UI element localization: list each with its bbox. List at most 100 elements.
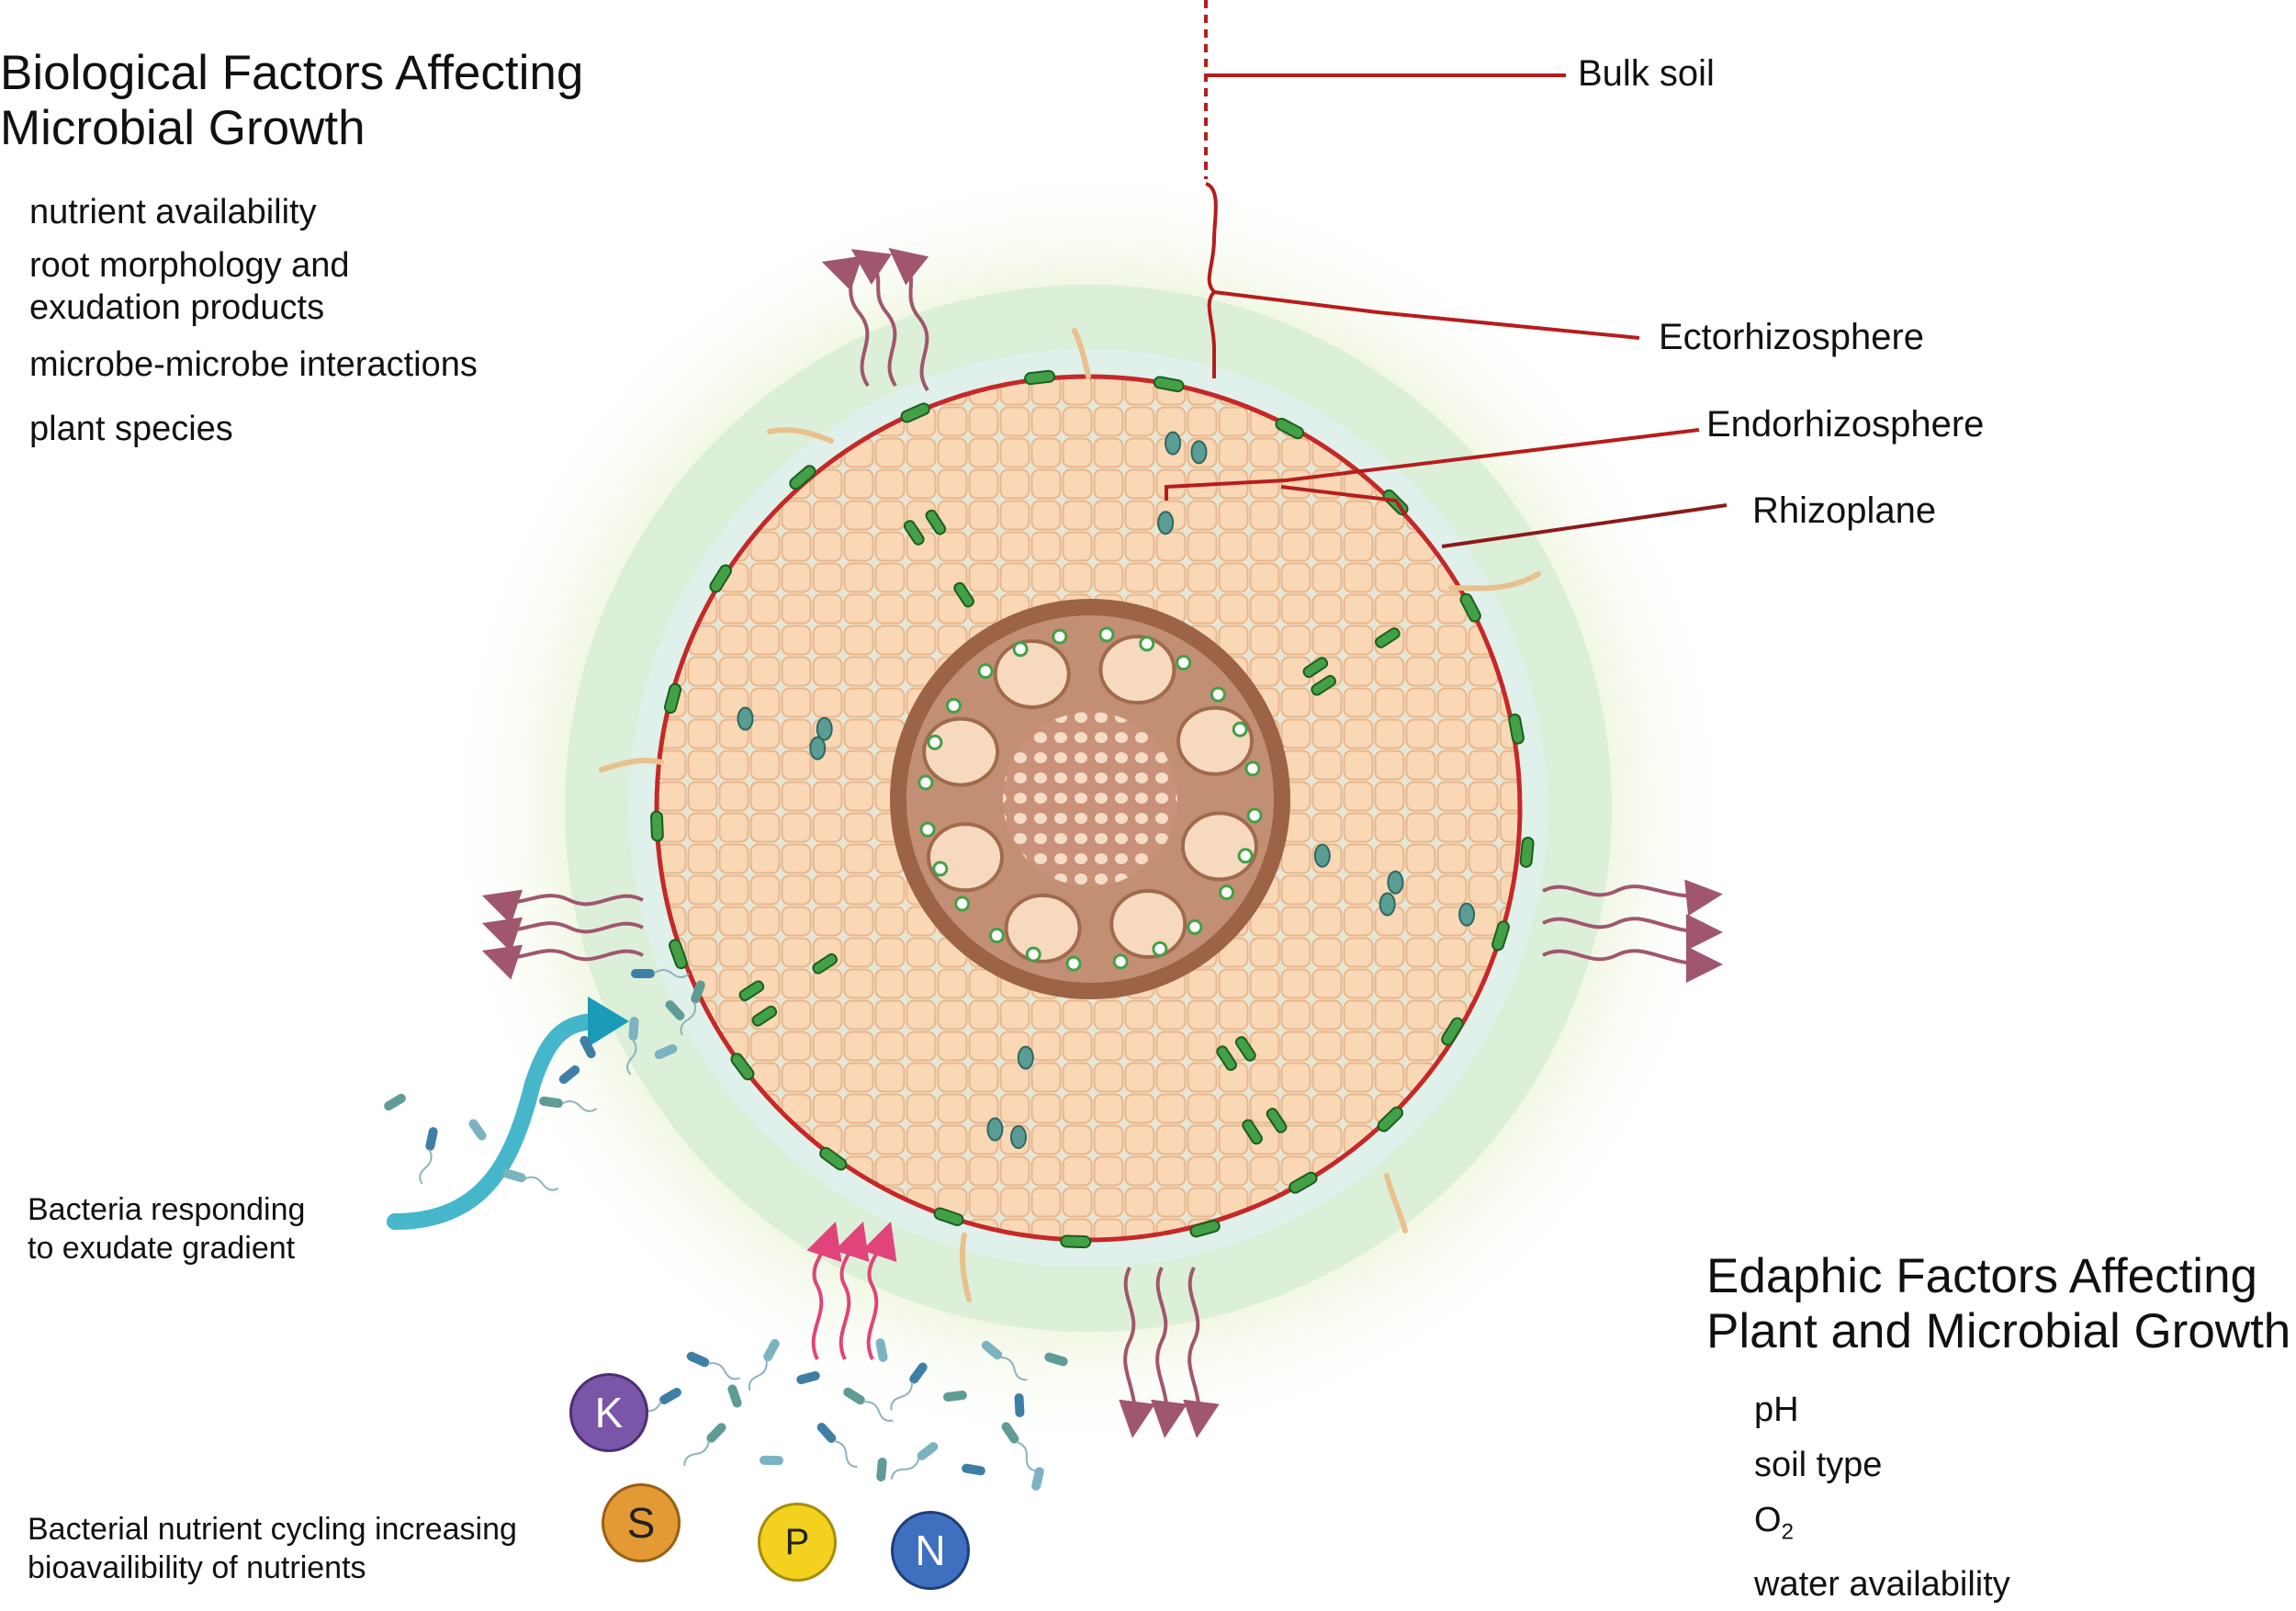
phloem-cell — [1237, 848, 1254, 864]
teal-bacterium — [1379, 892, 1396, 917]
green-bacterium — [1508, 713, 1525, 745]
green-bacterium — [1377, 1106, 1404, 1132]
phloem-cell — [1112, 953, 1129, 970]
green-bacterium — [789, 465, 816, 490]
flagellum — [680, 1001, 697, 1036]
soil-bacterium — [706, 1423, 726, 1443]
soil-bacterium — [943, 1391, 967, 1402]
green-bacterium — [819, 1146, 848, 1171]
soil-bacterium — [580, 1035, 596, 1059]
soil-bacterium — [558, 1065, 580, 1085]
flagellum — [1016, 1440, 1037, 1472]
teal-bacterium — [737, 706, 754, 731]
chemotaxis-arrowhead — [588, 997, 629, 1047]
green-bacterium — [900, 402, 930, 423]
teal-bacterium — [1190, 440, 1208, 465]
soil-bacterium — [502, 1168, 526, 1183]
edaphic-item-water: water availability — [1754, 1564, 2010, 1604]
green-bacterium — [1266, 1108, 1288, 1133]
xylem-vessel — [922, 716, 1000, 787]
soil-bacterium — [628, 1017, 639, 1041]
teal-bacterium — [1157, 511, 1175, 535]
soil-bacterium — [384, 1093, 406, 1111]
green-bacterium — [709, 564, 732, 593]
nutrient-n: N — [891, 1511, 970, 1590]
xylem-vessel — [1176, 705, 1255, 776]
phloem-cell — [1246, 807, 1263, 824]
green-bacterium — [1242, 1119, 1263, 1145]
edaphic-title-line1: Edaphic Factors Affecting — [1706, 1249, 2258, 1303]
biological-list: nutrient availability root morphology an… — [29, 191, 478, 450]
biological-item: exudation products — [29, 288, 325, 327]
flagellum — [863, 1401, 894, 1422]
xylem-vessel — [1109, 889, 1187, 960]
biological-title: Biological Factors Affecting Microbial G… — [0, 46, 583, 156]
green-bacterium — [1289, 1171, 1318, 1194]
soil-bacterium — [1001, 1422, 1019, 1444]
nutrient-note-line2: bioavailibility of nutrients — [28, 1550, 366, 1585]
flagellum — [683, 1440, 710, 1467]
green-bacterium — [1491, 920, 1510, 952]
flagellum — [653, 969, 690, 978]
edaphic-list: pH soil type O2 water availability — [1754, 1389, 2010, 1605]
xylem-vessel — [1098, 635, 1176, 705]
chemotaxis-arrow — [387, 1012, 619, 1230]
green-bacterium — [730, 1053, 755, 1081]
green-bacterium — [1375, 627, 1401, 648]
phloem-cell — [945, 697, 962, 714]
green-bacterium — [953, 581, 974, 608]
soil-bacterium — [1014, 1393, 1025, 1417]
green-bacterium — [1311, 674, 1336, 696]
green-bacterium — [1024, 369, 1056, 386]
phloem-cell — [1176, 654, 1192, 670]
green-bacterium — [751, 1005, 778, 1027]
xylem-vessel — [926, 822, 1004, 893]
edaphic-title: Edaphic Factors Affecting Plant and Micr… — [1706, 1249, 2290, 1359]
soil-bacteria — [384, 969, 1068, 1491]
nutrient-k: K — [569, 1373, 648, 1452]
biological-item: microbe-microbe interactions — [29, 345, 478, 384]
nutrient-s: S — [602, 1483, 681, 1562]
phloem-cell — [1065, 955, 1082, 972]
flagellum — [890, 1458, 920, 1480]
teal-bacterium — [986, 1117, 1004, 1142]
biological-item: nutrient availability — [29, 193, 317, 231]
soil-bacterium — [654, 1043, 678, 1060]
green-bacterium — [669, 939, 688, 970]
green-bacterium — [1153, 376, 1185, 393]
soil-bacterium — [665, 1000, 685, 1020]
phloem-cell — [1139, 636, 1155, 652]
edaphic-title-line2: Plant and Microbial Growth — [1706, 1304, 2291, 1358]
edaphic-item-soil: soil type — [1754, 1446, 1883, 1484]
phloem-cell — [1244, 760, 1261, 777]
phloem-cell — [1210, 686, 1226, 703]
teal-bacterium — [1458, 902, 1476, 927]
green-bacterium — [738, 980, 765, 1002]
edaphic-item-o2: O2 — [1754, 1499, 2010, 1554]
soil-bacterium — [760, 1455, 783, 1466]
phloem-cell — [927, 734, 943, 750]
flagellum — [748, 1359, 768, 1391]
phloem-cell — [1152, 941, 1168, 957]
phloem-cell — [954, 896, 971, 912]
soil-bacterium — [686, 1351, 710, 1368]
nutrient-note-line1: Bacterial nutrient cycling increasing — [28, 1512, 517, 1547]
biological-title-line1: Biological Factors Affecting — [0, 46, 584, 100]
phloem-cell — [919, 821, 936, 838]
phloem-cell — [1052, 628, 1068, 645]
edaphic-item-ph: pH — [1754, 1391, 1799, 1429]
o2-subscript: 2 — [1781, 1519, 1794, 1545]
flagellum — [833, 1439, 858, 1469]
biological-item: root morphology and — [29, 246, 350, 285]
phloem-cell — [1232, 721, 1248, 738]
flagellum — [1000, 1356, 1028, 1381]
soil-bacterium — [981, 1340, 1003, 1360]
label-ectorhizosphere: Ectorhizosphere — [1659, 317, 1925, 357]
soil-bacterium — [539, 1096, 563, 1109]
soil-bacterium — [843, 1387, 865, 1405]
nutrient-p: P — [758, 1503, 837, 1582]
bacteria-note: Bacteria responding to exudate gradient — [28, 1190, 305, 1267]
nutrient-note: Bacterial nutrient cycling increasing bi… — [28, 1510, 517, 1587]
soil-bacterium — [1031, 1467, 1044, 1491]
